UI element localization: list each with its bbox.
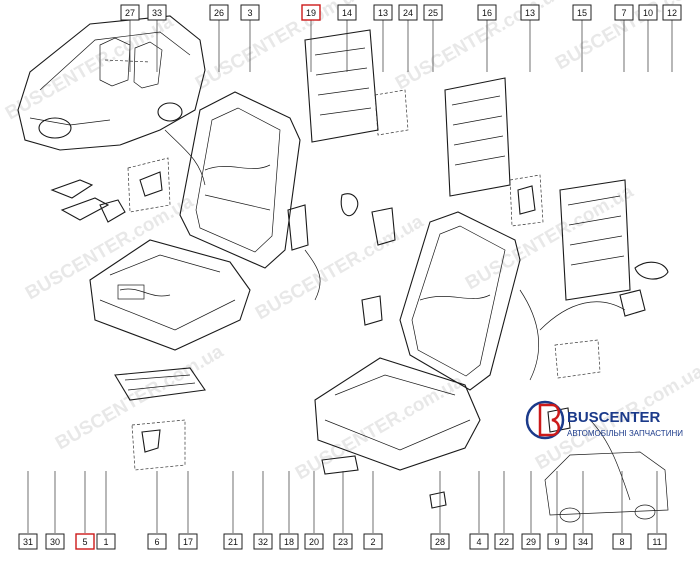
callout-label: 7 bbox=[621, 8, 626, 18]
callout-bottom-20: 20 bbox=[304, 471, 324, 550]
callout-label: 24 bbox=[403, 8, 413, 18]
callout-bottom-29: 29 bbox=[521, 471, 541, 550]
backrest-panel-upper bbox=[304, 29, 379, 143]
callout-label: 8 bbox=[619, 537, 624, 547]
callout-top-7: 7 bbox=[614, 4, 634, 72]
callout-label: 11 bbox=[652, 537, 661, 547]
callout-label: 18 bbox=[284, 537, 294, 547]
callout-label: 17 bbox=[183, 537, 193, 547]
callout-top-19: 19 bbox=[301, 4, 321, 72]
callout-top-25: 25 bbox=[423, 4, 443, 72]
front-seat-back-frame bbox=[179, 91, 301, 269]
callout-label: 26 bbox=[214, 8, 224, 18]
callout-top-26: 26 bbox=[209, 4, 229, 72]
callout-top-33: 33 bbox=[147, 4, 167, 72]
callout-bottom-23: 23 bbox=[333, 471, 353, 550]
callout-label: 14 bbox=[342, 8, 352, 18]
callout-label: 28 bbox=[435, 537, 445, 547]
callout-bottom-30: 30 bbox=[45, 471, 65, 550]
callout-label: 33 bbox=[152, 8, 162, 18]
watermark-text: BUSCENTER.com.ua bbox=[2, 11, 177, 124]
callout-top-27: 27 bbox=[120, 4, 140, 72]
callout-top-13: 13 bbox=[520, 4, 540, 72]
rear-seat-base bbox=[314, 357, 481, 471]
callout-bottom-21: 21 bbox=[223, 471, 243, 550]
callout-bottom-6: 6 bbox=[147, 471, 167, 550]
callout-label: 27 bbox=[125, 8, 135, 18]
logo-name: BUSCENTER bbox=[567, 409, 661, 426]
callout-label: 6 bbox=[154, 537, 159, 547]
callout-label: 31 bbox=[23, 537, 33, 547]
front-seat-base bbox=[89, 239, 251, 351]
callout-top-14: 14 bbox=[337, 4, 357, 72]
callout-label: 23 bbox=[338, 537, 348, 547]
callout-label: 9 bbox=[554, 537, 559, 547]
callout-label: 13 bbox=[378, 8, 388, 18]
callout-bottom-1: 1 bbox=[96, 471, 116, 550]
callout-label: 10 bbox=[643, 8, 653, 18]
callout-label: 32 bbox=[258, 537, 268, 547]
watermark-text: BUSCENTER.com.ua bbox=[22, 191, 197, 304]
callout-bottom-34: 34 bbox=[573, 471, 593, 550]
callout-label: 20 bbox=[309, 537, 319, 547]
callout-bottom-5: 5 bbox=[75, 471, 95, 550]
rear-seat-back-frame bbox=[399, 211, 521, 391]
callout-bottom-31: 31 bbox=[18, 471, 38, 550]
backrest-panel-right bbox=[444, 77, 511, 197]
backrest-panel-far-right bbox=[559, 179, 631, 301]
callout-top-16: 16 bbox=[477, 4, 497, 72]
callout-bottom-9: 9 bbox=[547, 471, 567, 550]
callout-top-24: 24 bbox=[398, 4, 418, 72]
callout-bottom-17: 17 bbox=[178, 471, 198, 550]
callout-label: 30 bbox=[50, 537, 60, 547]
callout-bottom-8: 8 bbox=[612, 471, 632, 550]
callout-label: 1 bbox=[103, 537, 108, 547]
callout-top-3: 3 bbox=[240, 4, 260, 72]
callout-label: 22 bbox=[499, 537, 509, 547]
small-parts bbox=[50, 89, 669, 509]
callout-label: 19 bbox=[306, 8, 316, 18]
callout-label: 3 bbox=[247, 8, 252, 18]
watermark-text: BUSCENTER.com.ua bbox=[52, 341, 227, 454]
bottom-callout-row: 31 30 5 1 6 17 21 32 18 20 23 2 28 4 22 29 9 34 8 11 bbox=[18, 471, 667, 550]
callout-label: 21 bbox=[228, 537, 238, 547]
callout-label: 12 bbox=[667, 8, 677, 18]
callout-label: 13 bbox=[525, 8, 535, 18]
callout-label: 2 bbox=[370, 537, 375, 547]
callout-bottom-4: 4 bbox=[469, 471, 489, 550]
top-callout-row: 27 33 26 3 19 14 13 24 25 16 13 15 7 10 12 bbox=[120, 4, 682, 72]
callout-label: 15 bbox=[577, 8, 587, 18]
watermark-text: BUSCENTER.com.ua bbox=[252, 211, 427, 324]
callout-label: 29 bbox=[526, 537, 536, 547]
callout-bottom-32: 32 bbox=[253, 471, 273, 550]
callout-bottom-28: 28 bbox=[430, 471, 450, 550]
watermark-text: BUSCENTER.com.ua bbox=[292, 371, 467, 484]
buscenter-logo: BUSCENTER АВТОМОБІЛЬНІ ЗАПЧАСТИНИ bbox=[525, 400, 683, 440]
car-illustration bbox=[17, 15, 206, 151]
callout-label: 25 bbox=[428, 8, 438, 18]
logo-tagline: АВТОМОБІЛЬНІ ЗАПЧАСТИНИ bbox=[567, 429, 683, 438]
callout-label: 5 bbox=[82, 537, 87, 547]
callout-label: 34 bbox=[578, 537, 588, 547]
callout-bottom-2: 2 bbox=[363, 471, 383, 550]
callout-top-15: 15 bbox=[572, 4, 592, 72]
callout-label: 4 bbox=[476, 537, 481, 547]
callout-label: 16 bbox=[482, 8, 492, 18]
callout-top-12: 12 bbox=[662, 4, 682, 72]
callout-top-10: 10 bbox=[638, 4, 658, 72]
callout-top-13: 13 bbox=[373, 4, 393, 72]
callout-bottom-18: 18 bbox=[279, 471, 299, 550]
van-illustration bbox=[544, 451, 669, 523]
callout-bottom-22: 22 bbox=[494, 471, 514, 550]
callout-bottom-11: 11 bbox=[647, 471, 667, 550]
